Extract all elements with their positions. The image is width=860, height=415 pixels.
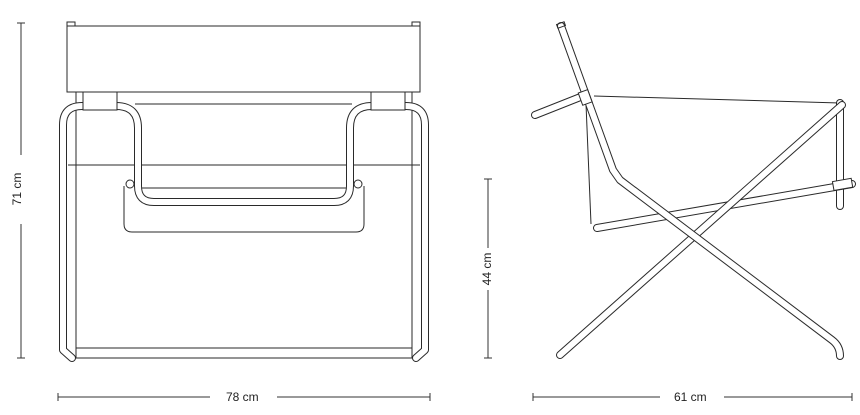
lower-frame-loop [123, 186, 365, 233]
front-bar [75, 347, 413, 359]
backrest [66, 25, 421, 93]
side-depth-label: 61 cm [670, 390, 711, 404]
front-width-label: 78 cm [222, 390, 263, 404]
side-view [484, 21, 856, 401]
sling-back [585, 103, 592, 225]
right-joint-block [370, 91, 406, 111]
left-joint-block [82, 91, 118, 111]
front-height-label: 71 cm [10, 172, 24, 206]
side-height-label: 44 cm [480, 249, 494, 289]
front-view [17, 21, 431, 401]
sling-top [593, 95, 841, 104]
